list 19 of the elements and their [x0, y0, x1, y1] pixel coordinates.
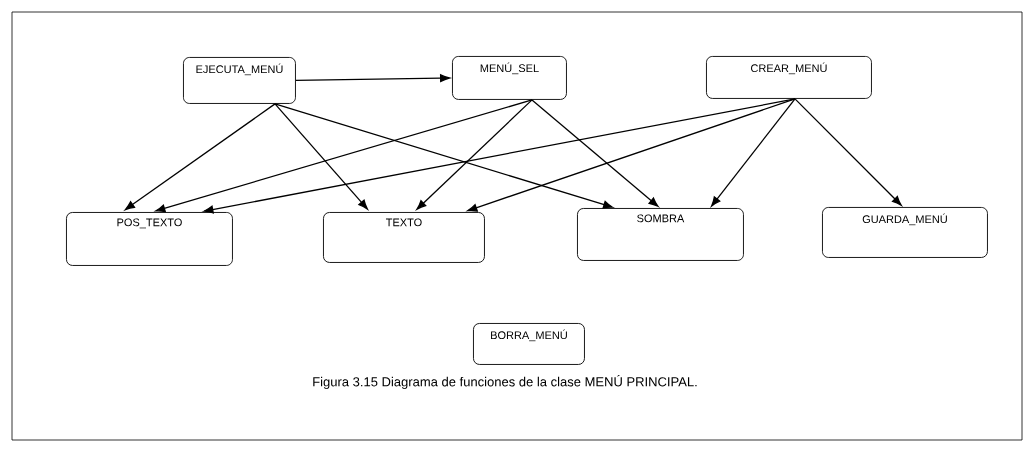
- function-box: CREAR_MENÚ: [706, 56, 872, 99]
- arrow: [467, 98, 796, 212]
- function-box: POS_TEXTO: [66, 212, 233, 266]
- function-box: EJECUTA_MENÚ: [183, 57, 296, 104]
- function-box: GUARDA_MENÚ: [822, 207, 988, 258]
- arrow: [274, 103, 614, 209]
- arrow: [155, 99, 533, 213]
- caption: Figura 3.15 Diagrama de funciones de la clase MENÚ PRINCIPAL.: [313, 375, 697, 389]
- arrow: [531, 99, 659, 207]
- arrow: [124, 103, 276, 211]
- arrow: [711, 98, 796, 207]
- arrow: [794, 98, 902, 206]
- function-box: SOMBRA: [577, 208, 744, 261]
- function-box: BORRA_MENÚ: [473, 323, 585, 365]
- arrow: [274, 103, 368, 210]
- arrow: [295, 74, 450, 83]
- arrow: [416, 99, 533, 210]
- function-box: TEXTO: [323, 212, 485, 263]
- function-box: MENÚ_SEL: [452, 56, 567, 100]
